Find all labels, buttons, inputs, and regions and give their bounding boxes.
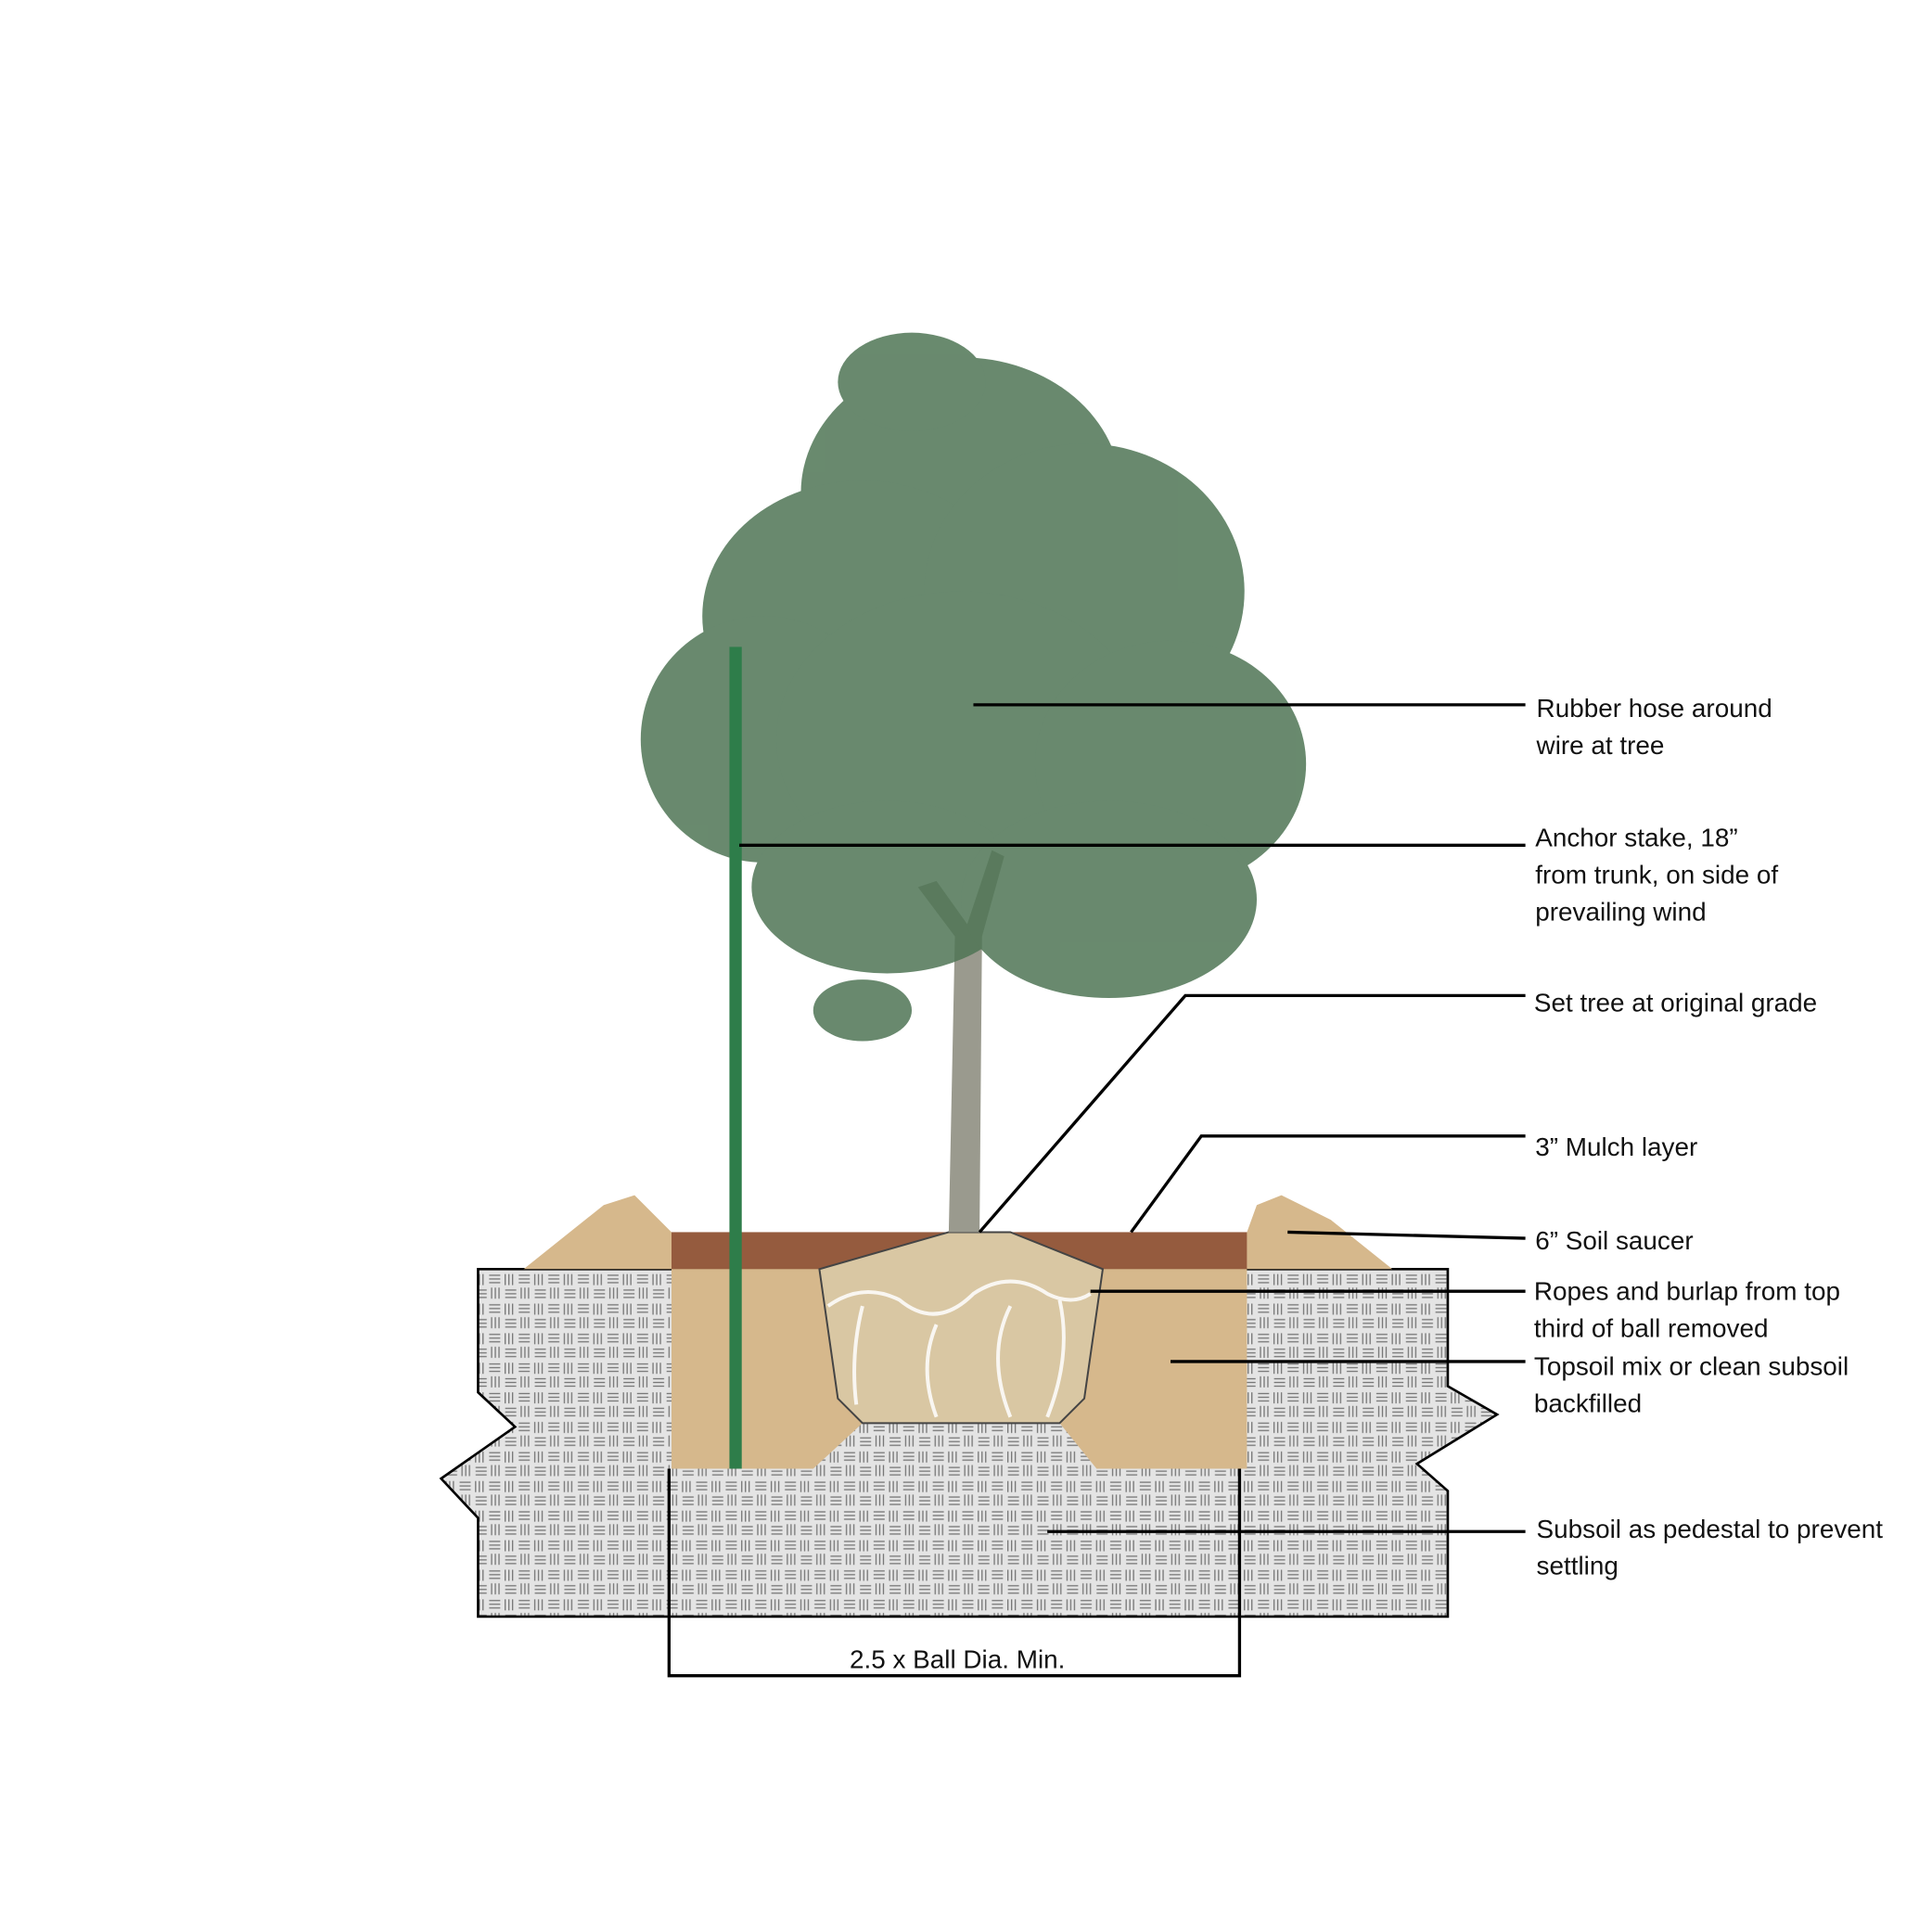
label-topsoil: Topsoil mix or clean subsoil backfilled [1534, 1352, 1856, 1418]
label-mulch: 3” Mulch layer [1535, 1132, 1697, 1161]
dimension-label: 2.5 x Ball Dia. Min. [850, 1645, 1065, 1674]
leader-original-grade [978, 993, 1526, 1234]
label-rubber-hose: Rubber hose around wire at tree [1536, 694, 1780, 760]
tree-trunk [917, 850, 1004, 1233]
leader-saucer [1287, 1230, 1526, 1240]
label-ropes: Ropes and burlap from top third of ball … [1534, 1277, 1848, 1343]
label-original-grade: Set tree at original grade [1534, 989, 1817, 1017]
label-saucer: 6” Soil saucer [1535, 1226, 1693, 1255]
rope-lines [826, 1279, 1092, 1418]
label-anchor-stake: Anchor stake, 18” from trunk, on side of… [1535, 824, 1785, 927]
anchor-stake [729, 646, 742, 1469]
leader-mulch [1130, 1134, 1526, 1234]
dimension-bracket [667, 1468, 1242, 1678]
label-subsoil: Subsoil as pedestal to prevent settling [1537, 1515, 1890, 1580]
root-ball [818, 1231, 1105, 1425]
soil-saucer-left [523, 1195, 672, 1270]
